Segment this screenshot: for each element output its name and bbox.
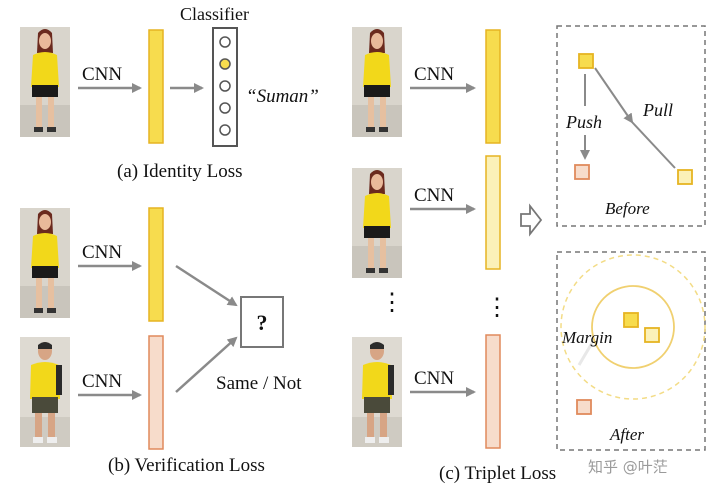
pull-label: Pull <box>642 100 673 120</box>
same-not-label: Same / Not <box>216 373 302 394</box>
negative-point-after <box>576 399 592 415</box>
after-label: After <box>609 425 644 444</box>
margin-label: Margin <box>561 328 612 347</box>
feature-bar-c-anchor <box>485 29 501 144</box>
ellipsis-right: ⋮ <box>485 295 509 321</box>
margin-inner-circle <box>591 285 675 369</box>
cnn-label-c2: CNN <box>414 185 454 206</box>
arrow-b3 <box>175 264 238 307</box>
classifier-node <box>219 80 231 92</box>
caption-verification-loss: (b) Verification Loss <box>108 455 265 476</box>
feature-bar-c-positive <box>485 155 501 270</box>
feature-bar-b2 <box>148 335 164 450</box>
feature-bar-a <box>148 29 164 144</box>
person-image-a <box>20 27 70 137</box>
anchor-point-before <box>578 53 594 69</box>
person-image-b2 <box>20 337 70 447</box>
cnn-label-a: CNN <box>82 64 122 85</box>
verification-box <box>240 296 284 348</box>
positive-point-before <box>677 169 693 185</box>
negative-point-before <box>574 164 590 180</box>
identity-name-label: “Suman” <box>246 86 319 107</box>
cnn-label-c3: CNN <box>414 368 454 389</box>
after-panel <box>556 251 706 451</box>
person-image-b1 <box>20 208 70 318</box>
person-image-c-anchor <box>352 27 402 137</box>
caption-identity-loss: (a) Identity Loss <box>117 161 243 182</box>
push-label: Push <box>565 112 602 132</box>
margin-indicator <box>577 342 594 366</box>
margin-outer-circle <box>560 254 706 400</box>
before-label: Before <box>605 199 650 218</box>
transition-arrow-icon <box>520 203 543 237</box>
cnn-label-b1: CNN <box>82 242 122 263</box>
feature-bar-c-negative <box>485 334 501 449</box>
cnn-label-c1: CNN <box>414 64 454 85</box>
anchor-point-after <box>623 312 639 328</box>
question-mark: ? <box>257 310 268 335</box>
positive-point-after <box>644 327 660 343</box>
feature-bar-b1 <box>148 207 164 322</box>
watermark: 知乎 @叶茫 <box>588 458 668 476</box>
pull-arrow-upper <box>594 67 634 124</box>
cnn-label-b2: CNN <box>82 371 122 392</box>
classifier-node <box>219 36 231 48</box>
arrow-b4 <box>175 336 238 393</box>
caption-triplet-loss: (c) Triplet Loss <box>439 463 556 484</box>
person-image-c-negative <box>352 337 402 447</box>
classifier-node <box>219 102 231 114</box>
classifier-label: Classifier <box>180 4 249 24</box>
pull-arrow-lower <box>631 121 676 169</box>
person-image-c-positive <box>352 168 402 278</box>
classifier-node <box>219 124 231 136</box>
classifier-node-active <box>219 58 231 70</box>
ellipsis-left: ⋮ <box>380 290 404 316</box>
before-panel <box>556 25 706 227</box>
